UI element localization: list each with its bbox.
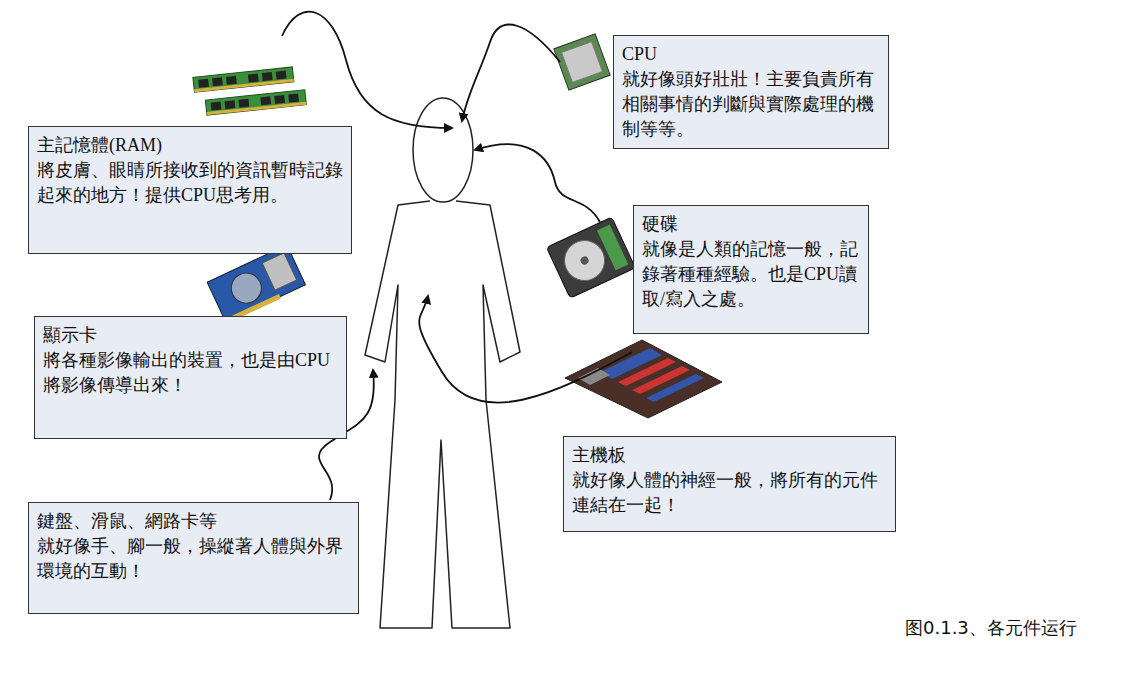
hard-disk-picture [546, 217, 635, 298]
component-box: 主機板就好像人體的神經一般，將所有的元件連結在一起！ [563, 436, 896, 532]
graphics-card-picture [207, 245, 306, 324]
box-heading: 硬碟 [642, 212, 860, 237]
leader-arrow [282, 12, 452, 128]
box-heading: 主記憶體(RAM) [37, 133, 343, 158]
box-body: 就好像人體的神經一般，將所有的元件連結在一起！ [572, 468, 887, 518]
box-body: 就好像手、腳一般，操縱著人體與外界環境的互動！ [37, 534, 350, 584]
box-heading: 鍵盤、滑鼠、網路卡等 [37, 509, 350, 534]
cpu-picture [554, 34, 610, 90]
motherboard-picture [565, 340, 722, 418]
component-box: 鍵盤、滑鼠、網路卡等就好像手、腳一般，操縱著人體與外界環境的互動！ [28, 502, 359, 614]
box-heading: CPU [622, 42, 880, 67]
component-box: 硬碟就像是人類的記憶一般，記錄著種種經驗。也是CPU讀取/寫入之處。 [633, 205, 869, 334]
box-body: 將皮膚、眼睛所接收到的資訊暫時記錄起來的地方！提供CPU思考用。 [37, 158, 343, 208]
component-box: 顯示卡將各種影像輸出的裝置，也是由CPU將影像傳導出來！ [34, 316, 347, 439]
human-body [365, 201, 520, 628]
component-box: CPU就好像頭好壯壯！主要負責所有相關事情的判斷與實際處理的機制等等。 [613, 35, 889, 149]
figure-caption: 图0.1.3、各元件运行 [905, 616, 1077, 640]
box-body: 將各種影像輸出的裝置，也是由CPU將影像傳導出來！ [43, 348, 338, 398]
leader-arrow [419, 296, 632, 403]
leader-arrow [462, 25, 560, 121]
box-body: 就好像頭好壯壯！主要負責所有相關事情的判斷與實際處理的機制等等。 [622, 67, 880, 142]
leader-arrow [475, 144, 600, 222]
box-heading: 顯示卡 [43, 323, 338, 348]
ram-picture [193, 66, 306, 116]
box-heading: 主機板 [572, 443, 887, 468]
component-box: 主記憶體(RAM)將皮膚、眼睛所接收到的資訊暫時記錄起來的地方！提供CPU思考用… [28, 126, 352, 254]
box-body: 就像是人類的記憶一般，記錄著種種經驗。也是CPU讀取/寫入之處。 [642, 237, 860, 312]
